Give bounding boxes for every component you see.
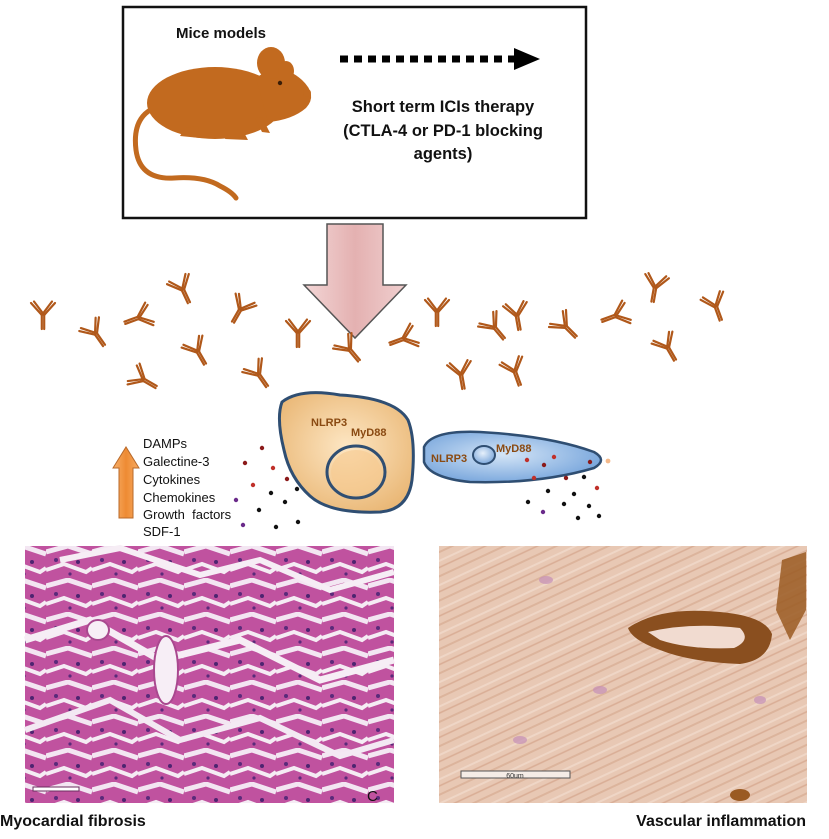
antibody-icon [123,301,155,327]
factor-dot [581,474,587,480]
factor-dot [250,482,256,488]
antibody-icon [29,300,57,331]
therapy-line-3: agents) [414,145,473,163]
mouse-eye-icon [277,80,283,86]
antibody-icon [78,316,107,348]
big-down-arrow-icon [302,223,408,340]
factor-dot [284,476,290,482]
antibody-icon [180,334,208,366]
factor-dot [525,499,531,505]
factor-dot [540,509,546,515]
cell-2-label-myd88: MyD88 [496,443,531,455]
fibrosis-vessel [86,619,110,641]
factor-item: SDF-1 [143,524,181,539]
fibrosis-vessel [153,635,179,705]
antibody-group [29,272,725,391]
antibody-icon [501,300,528,332]
factor-dot [587,459,593,465]
antibody-icon [699,290,725,322]
stain-spot [730,789,750,801]
fibrosis-streak [24,696,395,760]
cell-1-nucleus [325,444,387,500]
cell-1-label-nlrp3: NLRP3 [311,417,347,429]
antibody-icon [600,299,632,325]
increase-arrow-icon [112,446,140,519]
factor-item: Chemokines [143,490,216,505]
vascular-image [439,546,807,803]
antibody-icon [476,309,507,341]
factor-dot [524,457,530,463]
factor-dot [242,460,248,466]
vessel-lumen [648,625,745,649]
antibody-icon [126,362,158,390]
factor-dot [541,462,547,468]
factor-dot [256,507,262,513]
factor-dot [270,465,276,471]
therapy-line-2: (CTLA-4 or PD-1 blocking [343,122,543,140]
factor-dot [273,524,279,530]
factor-dot [594,485,600,491]
vascular-scalebar-label: 60um [506,773,524,780]
factor-dot [295,519,301,525]
mouse-icon [132,47,312,201]
nucleus-spot [539,576,553,584]
immune-cell-2 [422,430,603,484]
antibody-icon [284,318,312,349]
vascular-scalebar [460,770,571,779]
factor-dot [563,475,569,481]
antibody-icon [230,292,258,324]
vascular-inflammation-caption: Vascular inflammation [636,813,806,830]
factor-item: Cytokines [143,472,201,487]
factor-dot [268,490,274,496]
nucleus-spot [593,686,607,694]
cell-1-label-myd88: MyD88 [351,427,386,439]
antibody-icon [498,355,524,387]
factor-dot [596,513,602,519]
antibody-icon [165,272,192,305]
factor-dot [605,458,611,464]
fibrosis-streak [23,616,395,684]
antibody-icon [650,330,678,362]
nucleus-spot [754,696,766,704]
therapy-line-1: Short term ICIs therapy [352,98,535,116]
nucleus-spot [513,736,527,744]
secreted-dots [233,445,611,530]
factor-dot [561,501,567,507]
factor-item: DAMPs [143,436,188,451]
factor-dot [259,445,265,451]
fibrosis-scalebar [32,786,80,792]
antibody-icon [445,359,472,391]
mice-models-title: Mice models [176,25,266,42]
factor-item: Galectine-3 [143,454,209,469]
cell-2-nucleus [472,445,496,465]
myocardial-fibrosis-caption: Myocardial fibrosis [0,813,146,830]
factor-dot [282,499,288,505]
factor-dot [551,454,557,460]
factor-dot [575,515,581,521]
myocardial-fibrosis-panel: C [23,544,395,805]
vascular-inflammation-panel: 60um [439,546,807,803]
fibrosis-panel-letter: C [367,788,378,805]
antibody-icon [547,308,578,339]
antibody-icon [423,297,451,328]
factor-item: Growth factors [143,507,232,522]
dotted-arrow-head-icon [514,48,540,70]
factor-dot [586,503,592,509]
factor-dot [294,486,300,492]
antibody-icon [644,272,671,304]
factor-dot [545,488,551,494]
antibody-icon [388,322,420,348]
factor-dot [240,522,246,528]
factor-dot [571,491,577,497]
cell-1-nucleus-fill [331,450,381,494]
fibrosis-streak [59,544,395,594]
factor-list: DAMPs Galectine-3 Cytokines Chemokines G… [143,436,232,539]
antibody-icon [241,357,270,389]
vessel-stain-edge [776,552,806,640]
factor-dot [233,497,239,503]
antibody-icon [331,331,362,363]
factor-dot [531,475,537,481]
cell-2-label-nlrp3: NLRP3 [431,453,467,465]
